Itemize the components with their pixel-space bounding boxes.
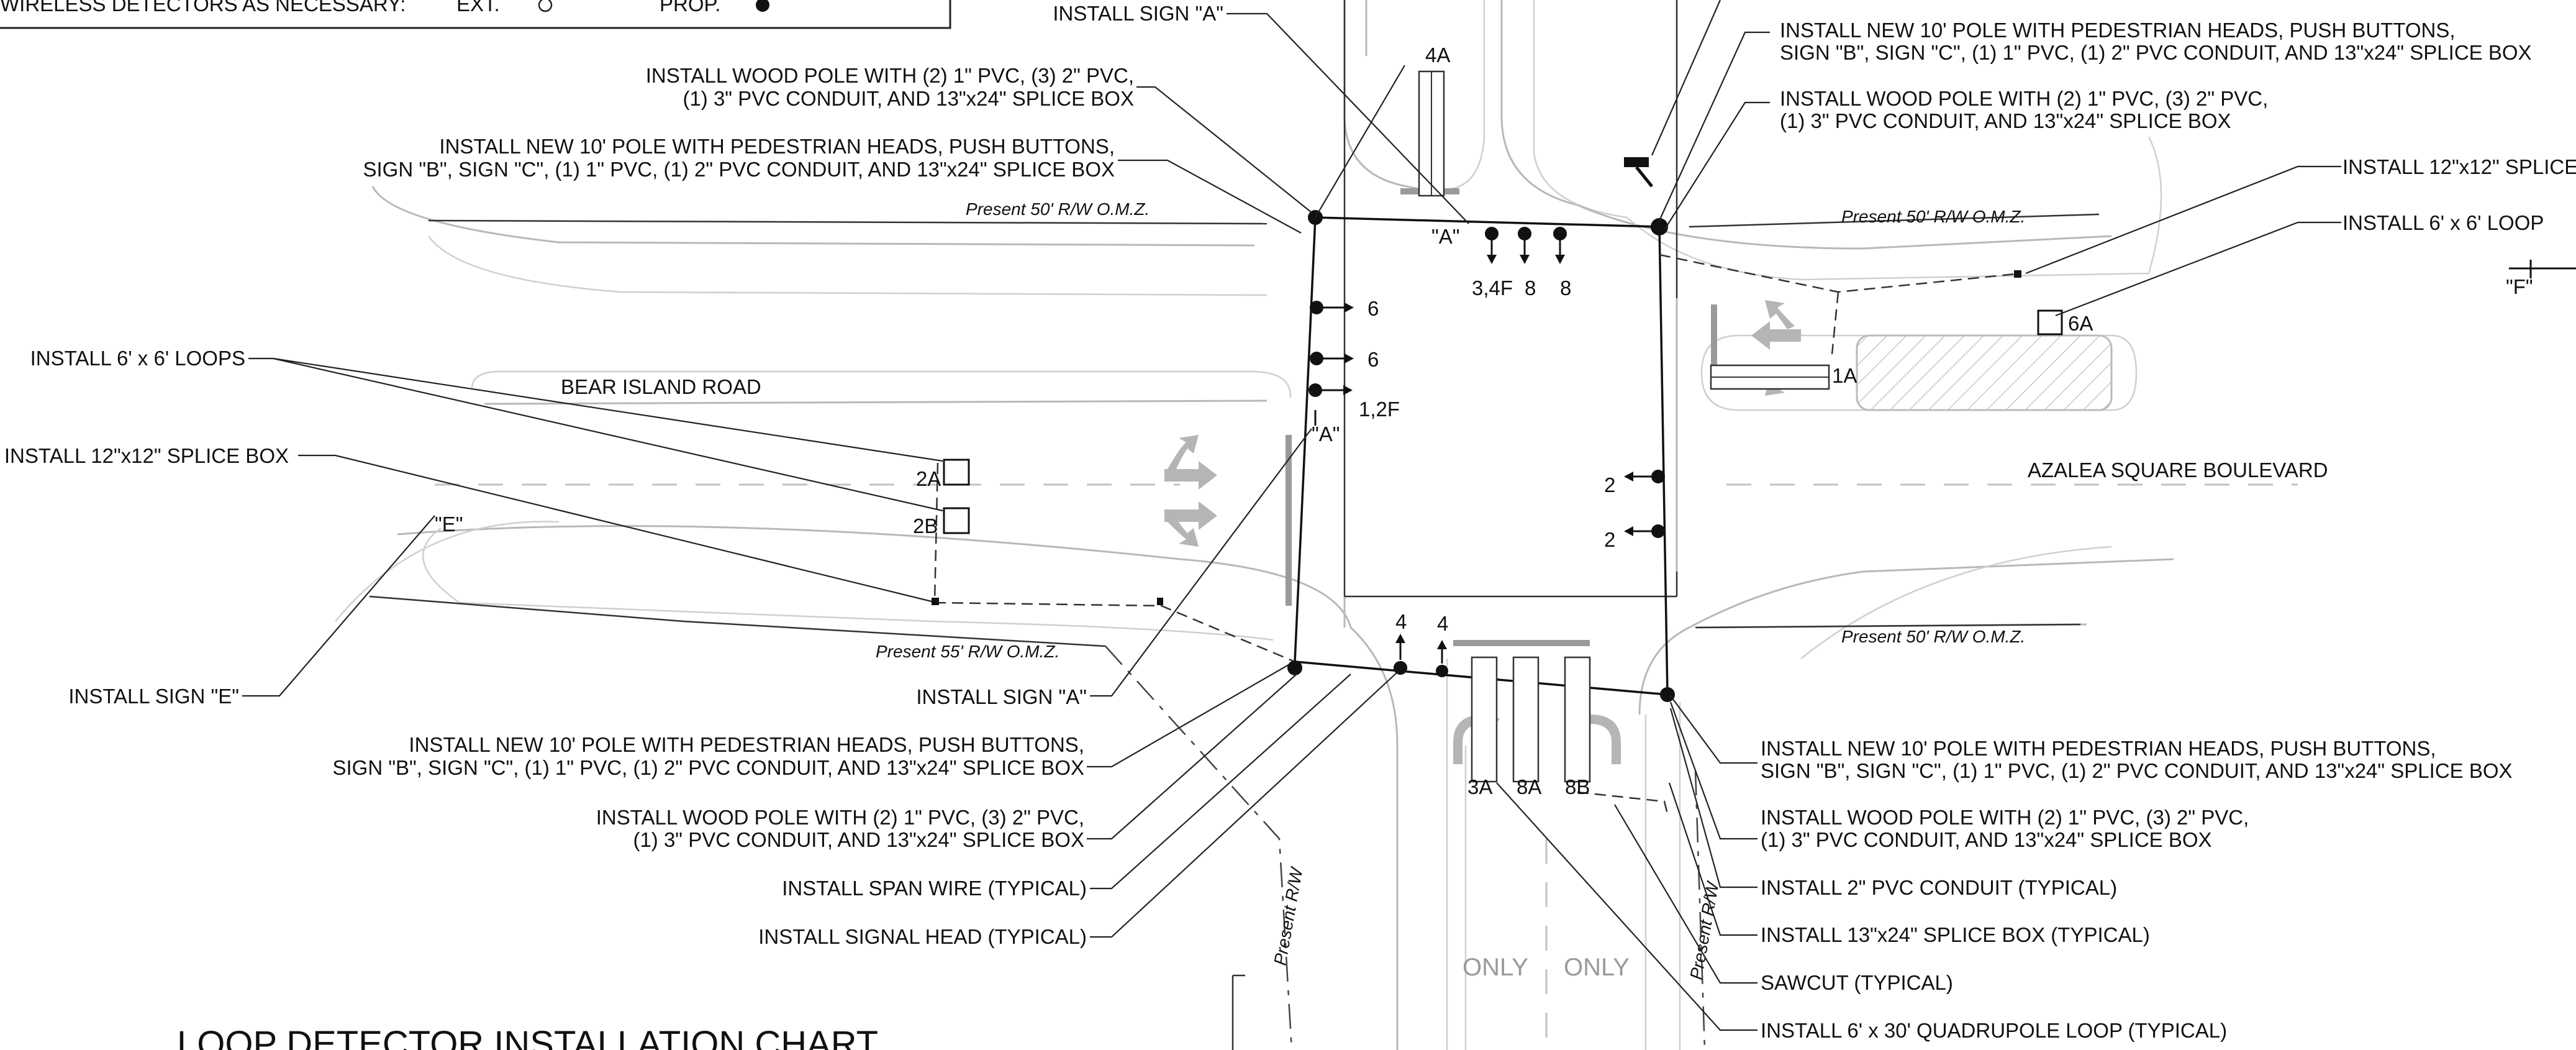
sign-e-label: "E" <box>435 513 463 536</box>
note-sawcut: SAWCUT (TYPICAL) <box>1761 971 1953 994</box>
note-se-wood-1: INSTALL WOOD POLE WITH (2) 1" PVC, (3) 2… <box>1761 806 2249 829</box>
note-nw-wood-1: INSTALL WOOD POLE WITH (2) 1" PVC, (3) 2… <box>646 64 1134 87</box>
note-ne-splice: INSTALL 12"x12" SPLICE <box>2342 155 2576 178</box>
note-top-sign-a: INSTALL SIGN "A" <box>1053 2 1223 25</box>
pavement-markings: ONLY ONLY <box>1164 300 1801 981</box>
se-pole <box>1660 687 1675 702</box>
head-label-6a: 6 <box>1367 297 1379 320</box>
note-nw-pole-1: INSTALL NEW 10' POLE WITH PEDESTRIAN HEA… <box>439 135 1115 158</box>
loop-label-6a: 6A <box>2068 312 2093 335</box>
head-label-4b: 4 <box>1437 612 1448 635</box>
note-w-splice: INSTALL 12"x12" SPLICE BOX <box>4 444 289 467</box>
existing-detector-symbol <box>538 0 553 12</box>
head-label-6b: 6 <box>1367 348 1379 371</box>
row-label-south-w: Present R/W <box>1270 865 1307 967</box>
right-of-way-lines <box>369 0 2100 1050</box>
head-label-2a: 2 <box>1604 473 1615 496</box>
ne-pole <box>1651 218 1668 235</box>
note-w-sign-e: INSTALL SIGN "E" <box>68 685 239 708</box>
signal-heads: 3,4F 8 8 "A" 6 6 1,2F "A" 4 4 2 2 <box>1308 225 1665 677</box>
loop-label-8a: 8A <box>1517 775 1541 798</box>
note-ne-pole-1: INSTALL NEW 10' POLE WITH PEDESTRIAN HEA… <box>1780 19 2456 42</box>
note-sw-pole-2: SIGN "B", SIGN "C", (1) 1" PVC, (1) 2" P… <box>332 756 1084 779</box>
note-w-loops: INSTALL 6' x 6' LOOPS <box>30 347 245 370</box>
leader-lines <box>242 0 2341 1031</box>
head-label-2b: 2 <box>1604 528 1615 551</box>
note-sw-pole-1: INSTALL NEW 10' POLE WITH PEDESTRIAN HEA… <box>409 733 1084 756</box>
callout-notes: INSTALL SIGN "A" INSTALL WOOD POLE WITH … <box>4 2 2576 1042</box>
note-nw-pole-2: SIGN "B", SIGN "C", (1) 1" PVC, (1) 2" P… <box>363 158 1115 181</box>
loop-label-1a: 1A <box>1832 364 1857 387</box>
sign-f-label: "F" <box>2506 275 2533 298</box>
note-se-pole-1: INSTALL NEW 10' POLE WITH PEDESTRIAN HEA… <box>1761 737 2436 760</box>
row-label-ne: Present 50' R/W O.M.Z. <box>1841 207 2025 226</box>
row-label-south-e: Present R/W <box>1686 879 1723 981</box>
note-span-wire: INSTALL SPAN WIRE (TYPICAL) <box>782 877 1087 900</box>
loop-label-4a: 4A <box>1425 43 1450 66</box>
note-quad-loop: INSTALL 6' x 30' QUADRUPOLE LOOP (TYPICA… <box>1761 1019 2227 1042</box>
sign-a-west-label: "A" <box>1312 422 1340 445</box>
proposed-detector-symbol <box>756 0 769 12</box>
sw-pole <box>1287 660 1302 675</box>
head-label-8a: 8 <box>1525 276 1536 299</box>
note-signal-head: INSTALL SIGNAL HEAD (TYPICAL) <box>758 925 1087 948</box>
note-ne-loop: INSTALL 6' x 6' LOOP <box>2342 211 2544 234</box>
note-ne-wood-2: (1) 3" PVC CONDUIT, AND 13"x24" SPLICE B… <box>1780 109 2231 132</box>
loop-label-2b: 2B <box>913 514 938 537</box>
road-geometry <box>335 0 2298 1050</box>
loop-label-8b: 8B <box>1565 775 1590 798</box>
row-label-nw: Present 50' R/W O.M.Z. <box>966 199 1150 219</box>
note-nw-wood-2: (1) 3" PVC CONDUIT, AND 13"x24" SPLICE B… <box>683 87 1134 110</box>
legend-ext-label: EXT. <box>456 0 500 16</box>
loop-2b <box>943 507 970 534</box>
head-label-8b: 8 <box>1560 276 1571 299</box>
note-sw-sign-a: INSTALL SIGN "A" <box>916 685 1087 708</box>
legend: WIRELESS DETECTORS AS NECESSARY: EXT. PR… <box>0 0 951 29</box>
only-marking-1: ONLY <box>1463 954 1528 981</box>
row-label-sw: Present 55' R/W O.M.Z. <box>876 642 1059 661</box>
note-se-wood-2: (1) 3" PVC CONDUIT, AND 13"x24" SPLICE B… <box>1761 828 2212 851</box>
head-label-1-2f: 1,2F <box>1359 398 1400 421</box>
note-conduit: INSTALL 2" PVC CONDUIT (TYPICAL) <box>1761 876 2117 899</box>
loop-label-2a: 2A <box>916 467 941 490</box>
note-se-pole-2: SIGN "B", SIGN "C", (1) 1" PVC, (1) 2" P… <box>1761 759 2513 782</box>
row-label-se: Present 50' R/W O.M.Z. <box>1841 627 2025 646</box>
road-name-west: BEAR ISLAND ROAD <box>561 375 761 398</box>
road-name-east: AZALEA SQUARE BOULEVARD <box>2028 459 2328 482</box>
loop-detector-chart-title: LOOP DETECTOR INSTALLATION CHART <box>177 1024 878 1050</box>
loop-label-3a: 3A <box>1467 775 1492 798</box>
sign-a-north-label: "A" <box>1431 225 1459 248</box>
note-ne-wood-1: INSTALL WOOD POLE WITH (2) 1" PVC, (3) 2… <box>1780 87 2268 110</box>
head-label-4a: 4 <box>1395 610 1407 633</box>
legend-text: WIRELESS DETECTORS AS NECESSARY: <box>0 0 406 16</box>
poles <box>1287 157 1675 702</box>
legend-prop-label: PROP. <box>660 0 720 16</box>
loop-2a <box>943 459 970 486</box>
note-sw-wood-1: INSTALL WOOD POLE WITH (2) 1" PVC, (3) 2… <box>596 806 1084 829</box>
head-label-3-4f: 3,4F <box>1472 276 1513 299</box>
note-sw-wood-2: (1) 3" PVC CONDUIT, AND 13"x24" SPLICE B… <box>633 828 1084 851</box>
only-marking-2: ONLY <box>1564 954 1630 981</box>
note-splice-box: INSTALL 13"x24" SPLICE BOX (TYPICAL) <box>1761 923 2150 946</box>
note-ne-pole-2: SIGN "B", SIGN "C", (1) 1" PVC, (1) 2" P… <box>1780 41 2532 64</box>
